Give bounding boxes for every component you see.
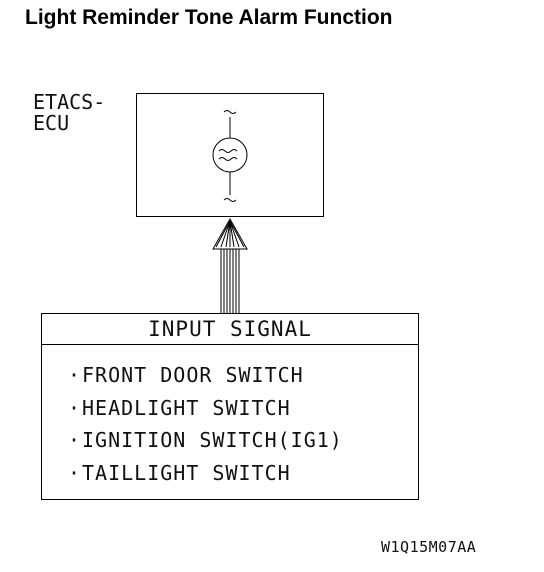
list-item: ·FRONT DOOR SWITCH	[68, 359, 418, 392]
ecu-label-line2: ECU	[33, 111, 70, 135]
list-item-label: IGNITION SWITCH(IG1)	[82, 428, 343, 452]
bullet: ·	[68, 363, 82, 387]
input-signal-box: INPUT SIGNAL ·FRONT DOOR SWITCH ·HEADLIG…	[41, 313, 419, 500]
buzzer-icon	[212, 110, 248, 202]
list-item-label: FRONT DOOR SWITCH	[82, 363, 304, 387]
input-signal-list: ·FRONT DOOR SWITCH ·HEADLIGHT SWITCH ·IG…	[42, 345, 418, 489]
ecu-label: ETACS- ECU	[33, 92, 105, 134]
ecu-label-line1: ETACS-	[33, 90, 106, 114]
list-item: ·IGNITION SWITCH(IG1)	[68, 424, 418, 457]
figure-code: W1Q15M07AA	[381, 538, 477, 556]
list-item-label: HEADLIGHT SWITCH	[82, 395, 291, 420]
input-signal-heading: INPUT SIGNAL	[42, 314, 418, 345]
list-item-label: TAILLIGHT SWITCH	[82, 460, 291, 485]
bullet: ·	[68, 395, 82, 420]
bullet: ·	[68, 460, 82, 485]
signal-arrow	[212, 217, 248, 313]
bullet: ·	[68, 428, 82, 452]
ecu-box	[136, 93, 324, 217]
list-item: ·HEADLIGHT SWITCH	[68, 392, 418, 425]
diagram-title: Light Reminder Tone Alarm Function	[25, 6, 393, 29]
list-item: ·TAILLIGHT SWITCH	[68, 457, 418, 490]
